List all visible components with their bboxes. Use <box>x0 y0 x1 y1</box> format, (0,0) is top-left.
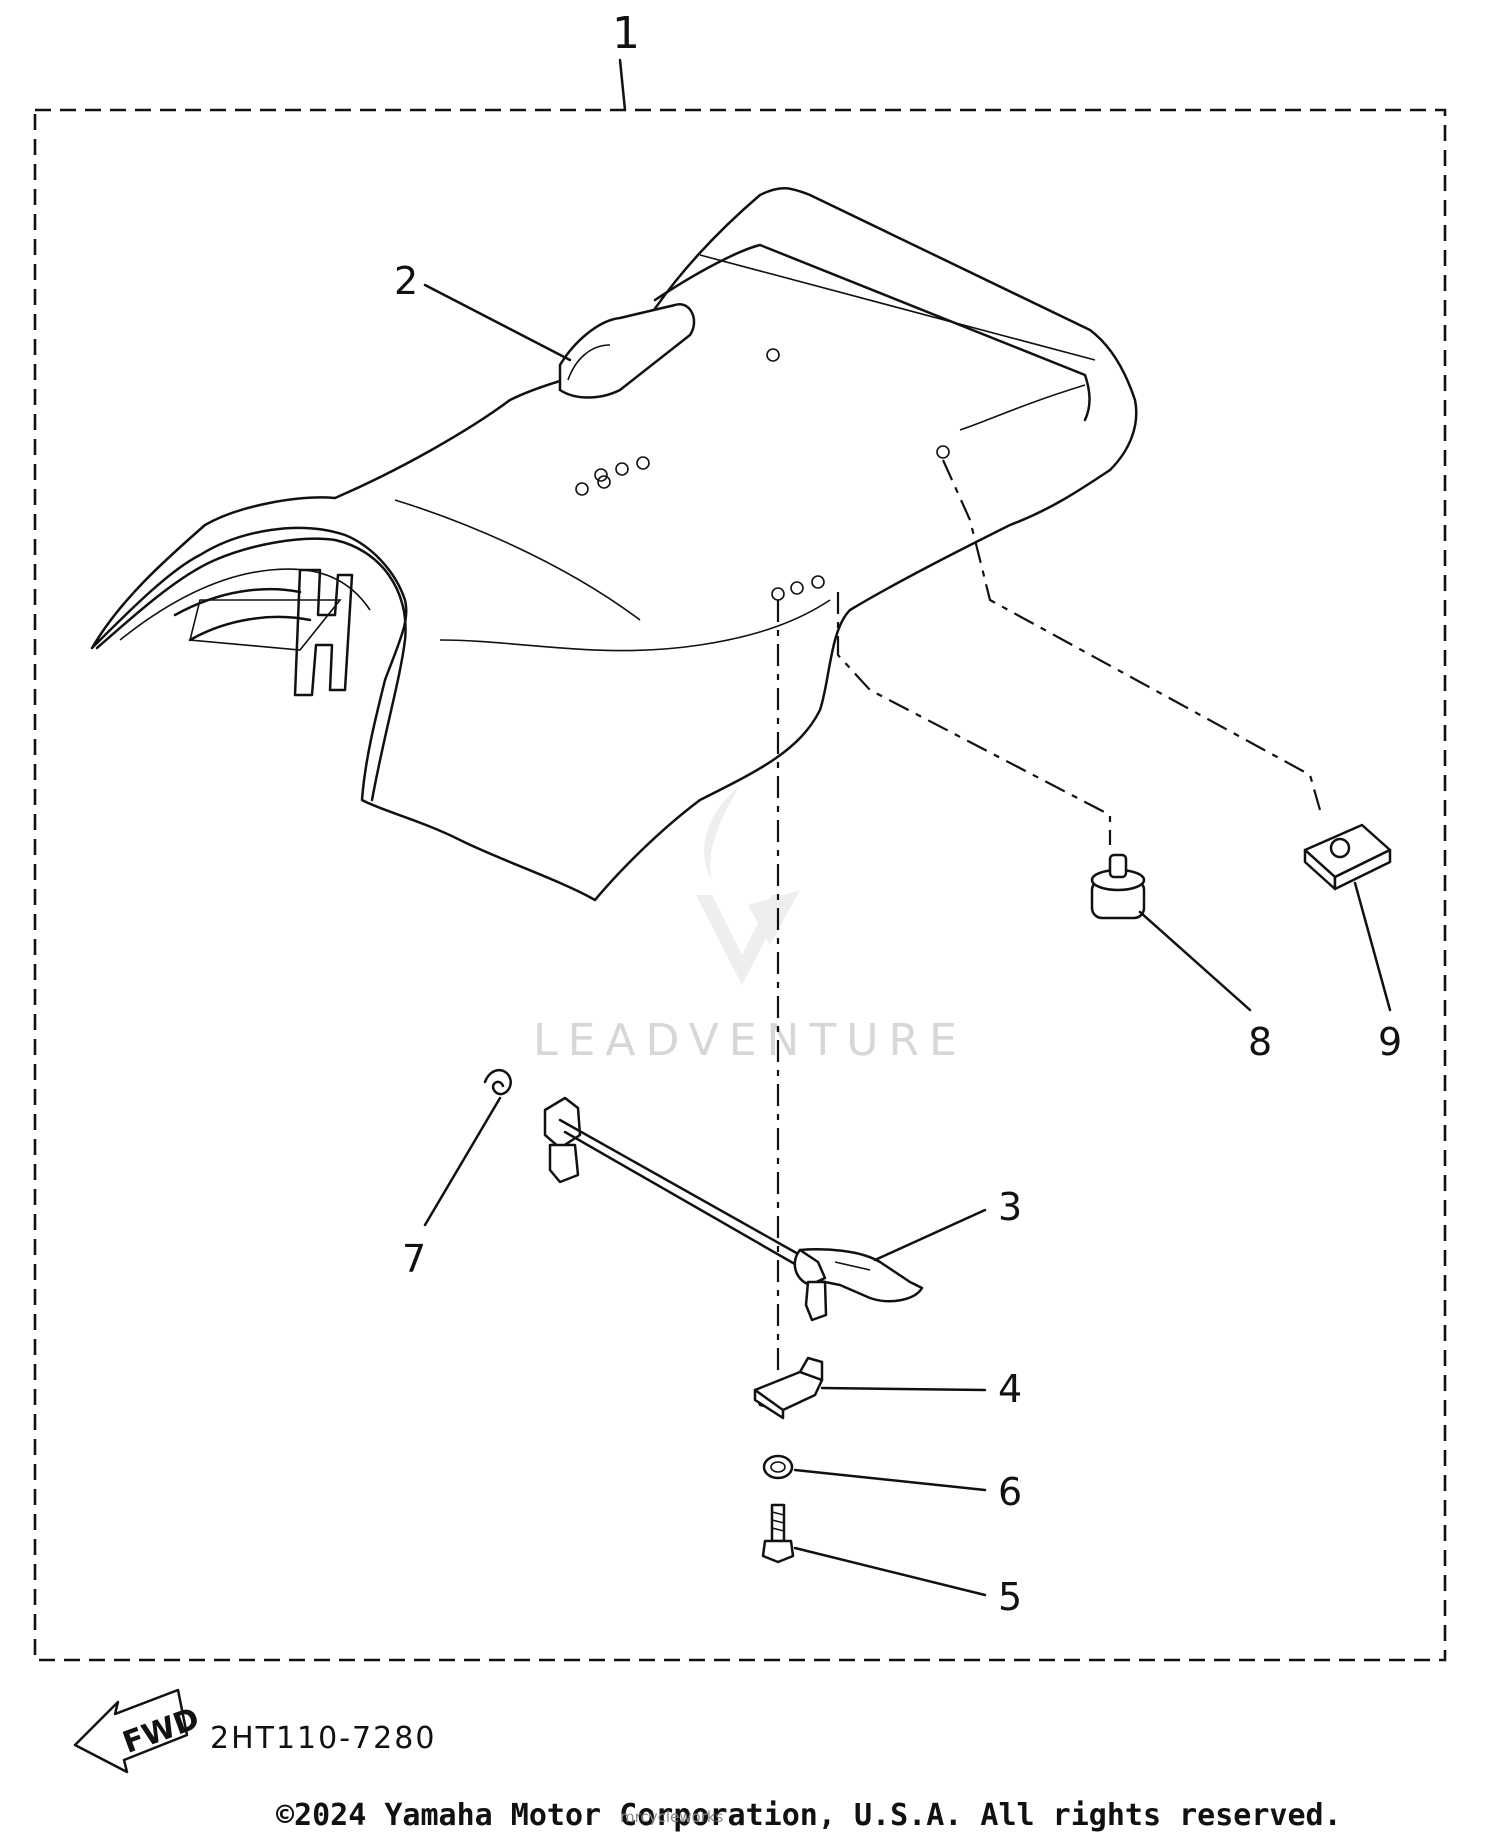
rubber-damper-part-8 <box>1090 853 1146 920</box>
watermark-sub: mrcycleworks <box>620 1808 724 1826</box>
seat-strap <box>558 303 696 399</box>
callout-9-label: 9 <box>1378 1020 1402 1064</box>
watermark-brand: LEADVENTURE <box>533 1015 967 1066</box>
clip-nut-part-9 <box>1303 823 1392 891</box>
copyright-notice: ©2024 Yamaha Motor Corporation, U.S.A. A… <box>276 1798 1342 1833</box>
fwd-direction-arrow-icon: FWD <box>73 1688 204 1774</box>
callout-1-label: 1 <box>612 8 640 59</box>
callout-3: 3 <box>873 1185 1022 1262</box>
seat-lock-rod-part-3 <box>543 1096 924 1322</box>
callout-5-label: 5 <box>998 1575 1022 1619</box>
callout-7-label: 7 <box>402 1237 426 1281</box>
seat-assembly <box>90 187 1138 902</box>
callout-2: 2 <box>394 259 572 362</box>
part-code: 2HT110-7280 <box>210 1721 436 1756</box>
nut-part-6: 6 <box>762 1454 1022 1514</box>
assembly-leaders <box>776 459 1322 1375</box>
bolt-part-5: 5 <box>761 1503 1022 1619</box>
callout-2-label: 2 <box>394 259 418 303</box>
mounting-holes <box>575 348 950 601</box>
assembly-frame <box>33 108 1447 1662</box>
fwd-label: FWD <box>118 1701 204 1761</box>
callout-4-label: 4 <box>998 1367 1022 1411</box>
callout-3-label: 3 <box>998 1185 1022 1229</box>
callout-6-label: 6 <box>998 1470 1022 1514</box>
callout-8-label: 8 <box>1248 1020 1272 1064</box>
callout-9: 9 <box>1353 881 1402 1064</box>
bracket-part-4: 4 <box>753 1356 1022 1420</box>
leadventure-watermark: LEADVENTURE <box>533 785 967 1066</box>
callout-1: 1 <box>612 8 640 112</box>
watermark-logo-icon <box>696 785 800 985</box>
callout-8: 8 <box>1138 910 1272 1064</box>
clip-part-7: 7 <box>402 1069 512 1281</box>
